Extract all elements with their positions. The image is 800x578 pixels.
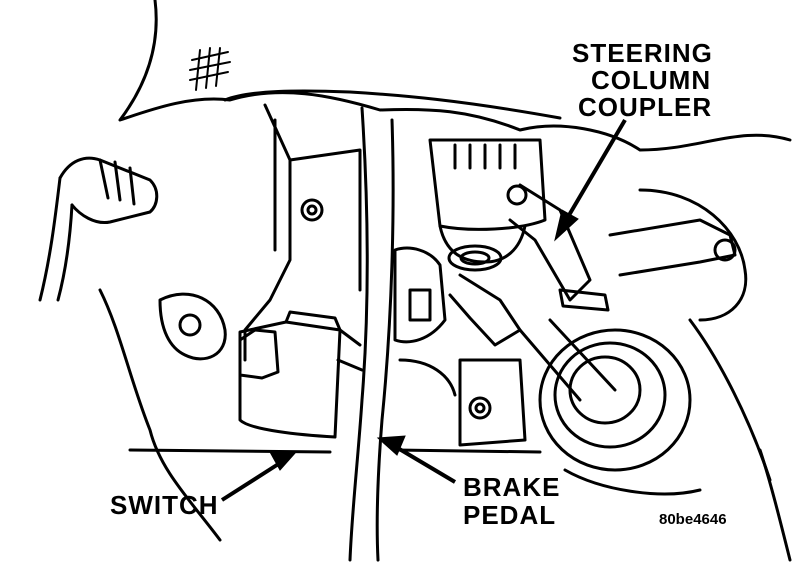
right-lower-curve — [688, 318, 772, 482]
switch-label: SWITCH — [110, 490, 219, 520]
column-boot-mid — [553, 341, 667, 449]
brake-pedal-leader — [394, 445, 457, 484]
bracket-nut — [300, 198, 324, 222]
steering-coupler-arrowhead — [554, 209, 579, 242]
pivot-lower — [398, 358, 457, 397]
left-boss-hole — [178, 313, 202, 337]
brake-pedal-arm-left — [348, 106, 369, 562]
floor-line — [128, 448, 332, 454]
coupler-arm-lower — [448, 273, 522, 347]
left-connector — [98, 158, 136, 206]
lower-plate — [458, 358, 527, 447]
right-body-curve — [638, 188, 748, 322]
steering-column-coupler-label-line2: COLUMN — [591, 65, 712, 95]
yoke-bore — [447, 244, 503, 272]
switch-arrowhead — [269, 451, 298, 471]
switch-leader — [220, 461, 282, 502]
column-upper-housing — [428, 138, 547, 231]
steering-coupler-leader — [563, 118, 627, 224]
left-round-boss — [158, 292, 227, 361]
brake-pedal-label-line1: BRAKE — [463, 472, 561, 502]
lower-shaft-right — [548, 318, 617, 392]
switch-top-lip — [284, 310, 342, 332]
dash-panel-outline — [118, 0, 792, 152]
floor-line-2 — [393, 448, 542, 454]
left-body-curve — [98, 288, 222, 542]
column-yoke — [438, 224, 527, 264]
right-floor — [758, 448, 792, 562]
coupler-arm-upper — [508, 183, 592, 302]
pivot-housing — [393, 246, 447, 344]
brake-pedal-arm-right — [375, 118, 395, 562]
column-splines — [453, 143, 517, 170]
switch-connector — [238, 328, 280, 380]
dash-hatch-marks — [189, 47, 231, 91]
pivot-clip — [408, 288, 432, 322]
brake-pedal-arrowhead — [376, 435, 406, 456]
steering-column-coupler-label-line1: STEERING — [572, 38, 713, 68]
column-boot-inner — [568, 355, 642, 425]
steering-column-coupler-label-line3: COUPLER — [578, 92, 713, 122]
switch-body — [238, 320, 342, 439]
bracket-plate-right — [288, 148, 362, 292]
coupler-bolt — [558, 288, 610, 312]
left-harness — [58, 156, 159, 225]
left-cable — [38, 176, 62, 302]
column-boot-tail — [563, 468, 702, 496]
left-cable-2 — [56, 203, 74, 302]
column-boot-outer — [538, 328, 692, 472]
lower-plate-nut — [468, 396, 492, 420]
figure-code: 80be4646 — [659, 511, 727, 528]
brake-pedal-label-line2: PEDAL — [463, 500, 557, 530]
dash-lower-edge — [223, 89, 562, 120]
switch-plunger-lines — [336, 328, 364, 372]
